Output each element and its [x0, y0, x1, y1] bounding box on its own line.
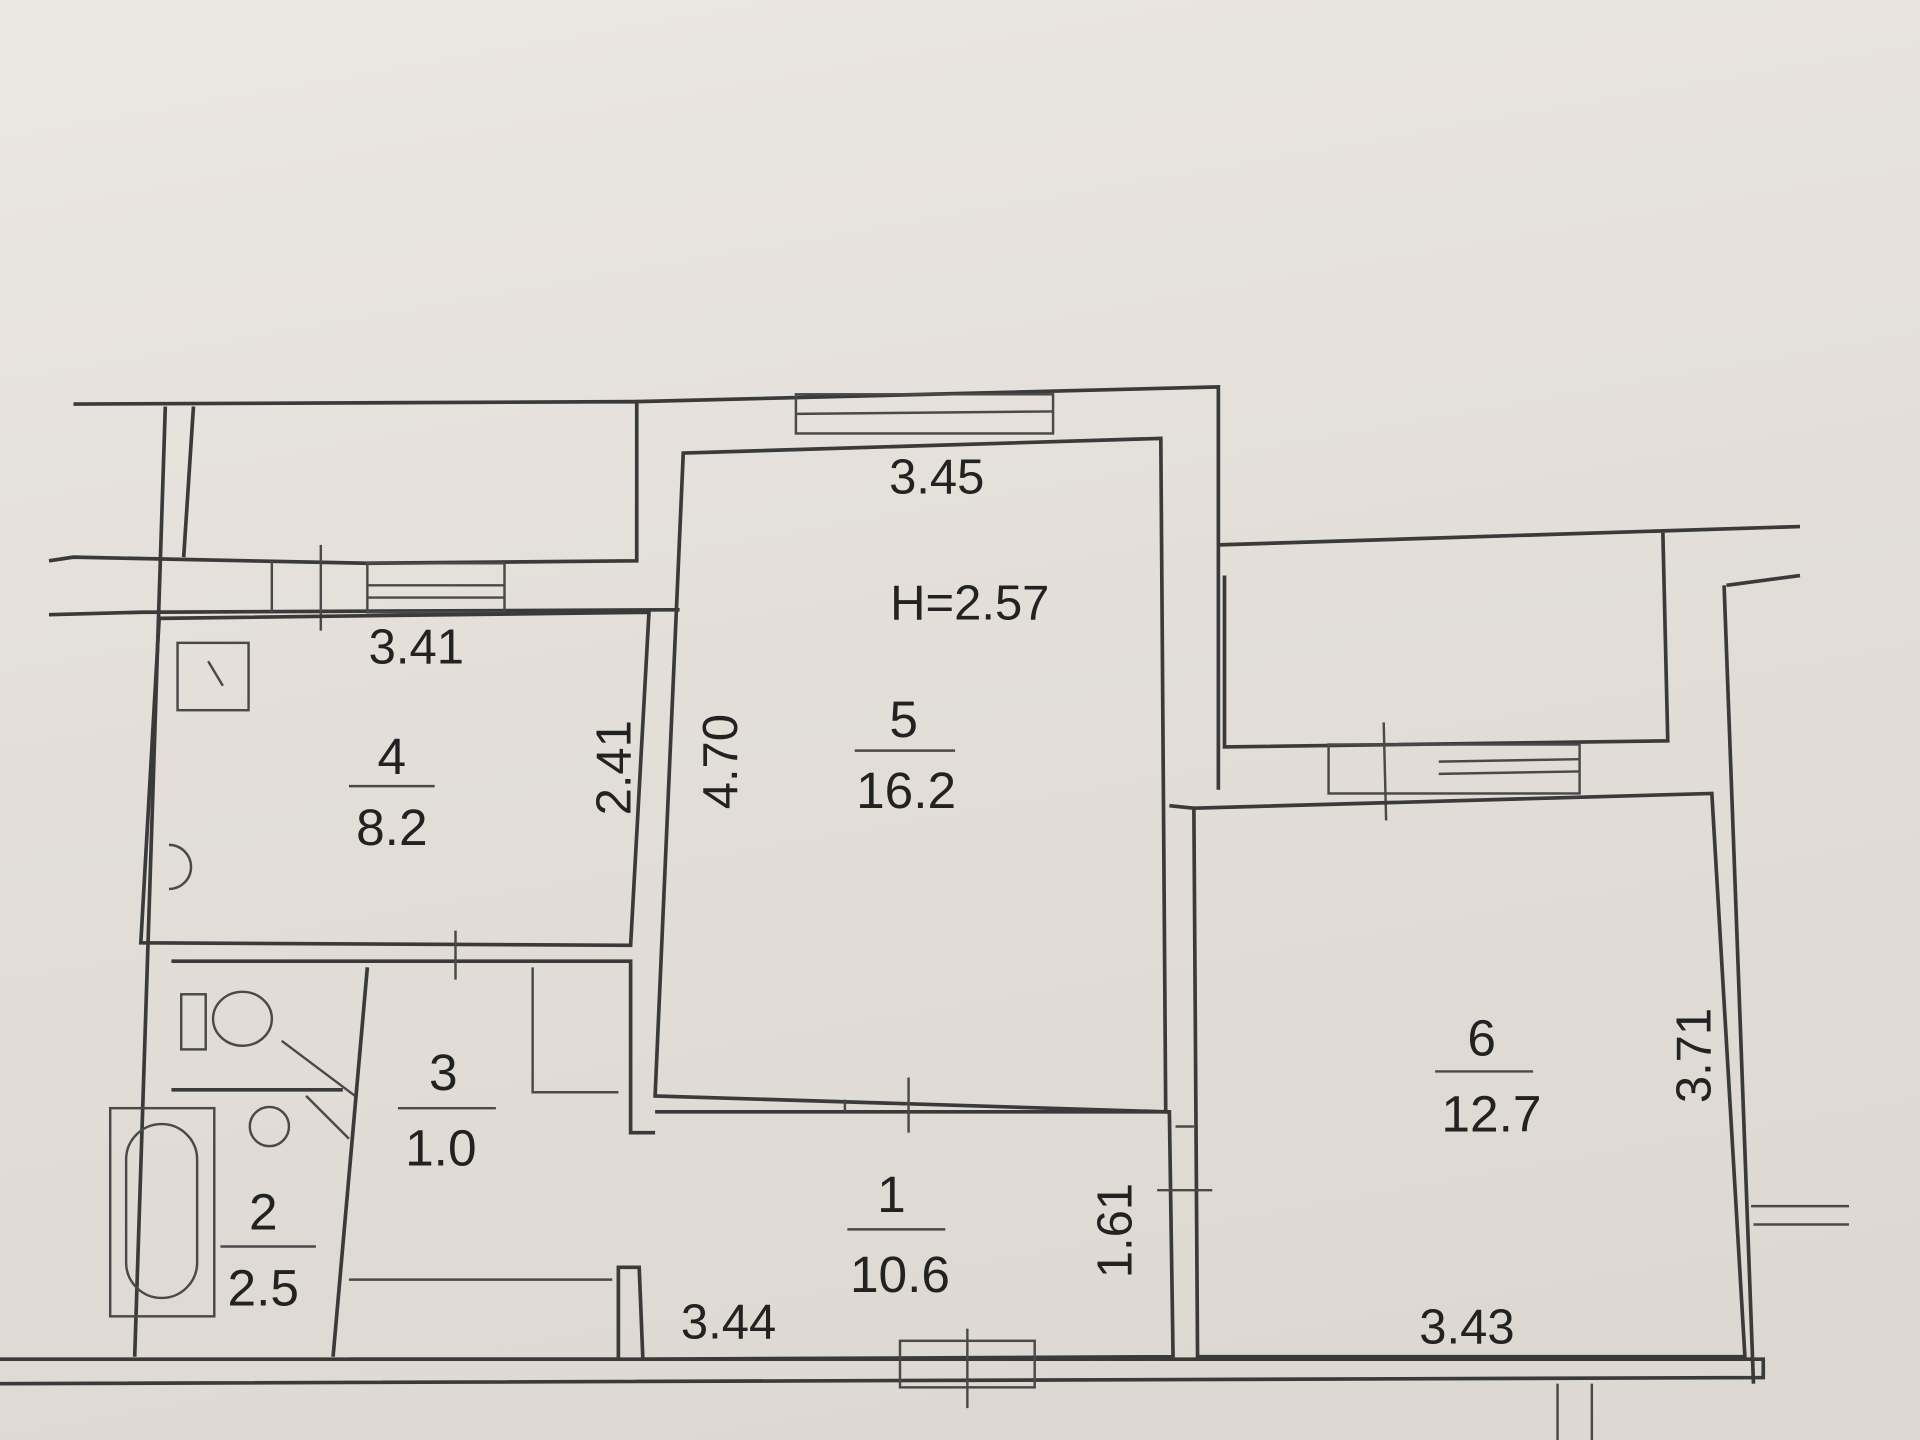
- room-3: 3 1.0: [397, 1043, 496, 1177]
- room-5: 3.45 H=2.57 5 16.2 4.70: [694, 450, 1049, 819]
- room-area: 2.5: [228, 1258, 299, 1316]
- room-area: 1.0: [405, 1119, 476, 1177]
- room-number: 4: [378, 727, 407, 785]
- room-length: 1.61: [1088, 1183, 1142, 1278]
- room-6: 6 12.7 3.71 3.43: [1419, 1008, 1721, 1354]
- ceiling-height: H=2.57: [890, 577, 1049, 631]
- room-number: 5: [889, 690, 918, 748]
- room-length: 2.41: [588, 720, 642, 815]
- room-length: 3.71: [1668, 1008, 1722, 1103]
- room-area: 16.2: [856, 761, 956, 819]
- walls: [0, 385, 1849, 1440]
- room-width: 3.44: [681, 1295, 776, 1349]
- room-number: 2: [249, 1182, 278, 1240]
- room-width: 3.41: [369, 621, 464, 675]
- room-area: 8.2: [356, 798, 427, 856]
- room-4: 4 8.2 3.41 2.41: [348, 621, 642, 856]
- room-number: 6: [1467, 1009, 1496, 1067]
- room-width: 3.43: [1419, 1300, 1514, 1354]
- room-number: 3: [429, 1043, 458, 1101]
- room-1: 1 10.6 1.61 3.44: [681, 1165, 1143, 1349]
- room-area: 12.7: [1441, 1084, 1541, 1142]
- room-area: 10.6: [850, 1245, 950, 1303]
- room-length: 4.70: [694, 714, 748, 809]
- room-2: 2 2.5: [220, 1182, 316, 1316]
- room-number: 1: [877, 1165, 906, 1223]
- room-width: 3.45: [889, 450, 984, 504]
